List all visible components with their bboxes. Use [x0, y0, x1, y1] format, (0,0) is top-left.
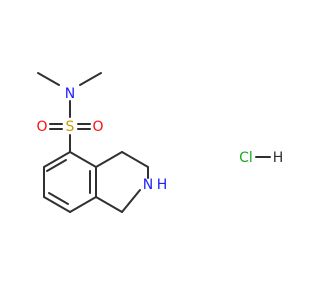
bond-c4a-c5 — [69, 151, 97, 168]
atom-o-right: O — [92, 119, 103, 135]
bond-c4-c3 — [121, 151, 149, 168]
atom-labels: N S O O N H Cl H — [36, 86, 283, 193]
atom-s: S — [66, 119, 75, 135]
atom-n-ring: N — [143, 177, 153, 193]
bond-c5-c6 — [43, 151, 71, 168]
bond-c1-c8a — [95, 196, 123, 213]
bond-c8-c8a — [69, 196, 97, 213]
structure-canvas: N S O O N H Cl H — [36, 72, 284, 213]
bond-c5-c6-inner — [46, 159, 67, 172]
bond-methyl-right — [79, 72, 102, 86]
molecule-drawing: N S O O N H Cl H — [36, 72, 283, 213]
bond-methyl-left — [37, 72, 60, 86]
bonds — [37, 72, 271, 213]
atom-n-ring-hydrogen: H — [157, 177, 168, 193]
bond-c7-c8 — [43, 196, 71, 213]
bond-c7-c8-inner — [48, 192, 69, 205]
bond-n2-c1 — [121, 189, 141, 213]
atom-n-dimethyl: N — [65, 86, 75, 102]
salt-hydrogen: H — [273, 150, 284, 166]
salt-chlorine: Cl — [239, 150, 253, 166]
atom-o-left: O — [36, 119, 47, 135]
bond-c4a-c4 — [95, 151, 123, 168]
